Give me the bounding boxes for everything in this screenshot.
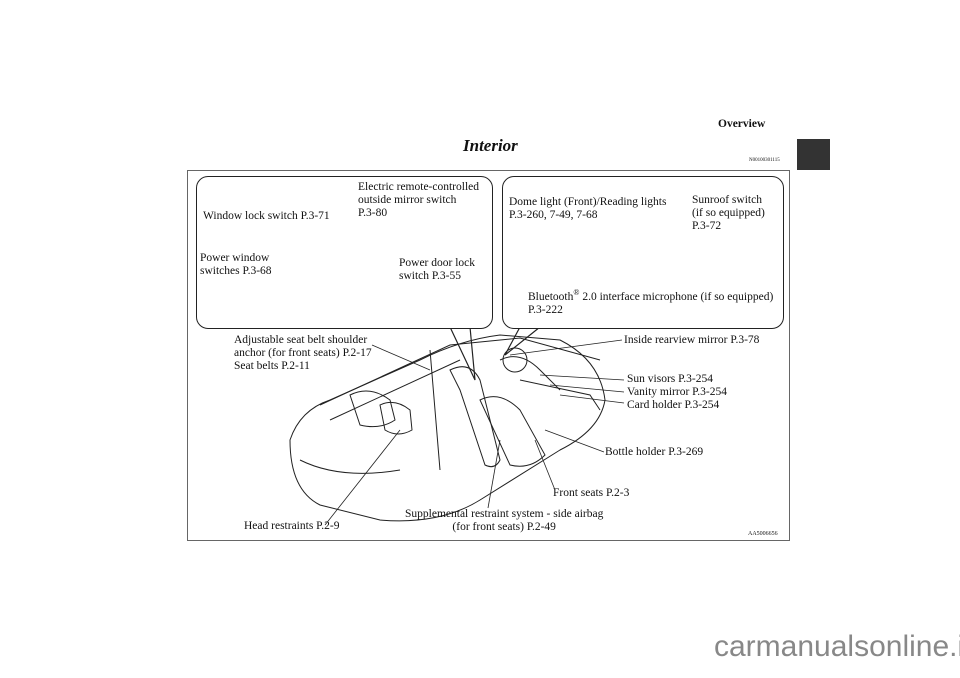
label-line: Power door lock [399,257,476,269]
label-rearview-mirror: Inside rearview mirror P.3-78 [624,334,760,346]
label-window-lock: Window lock switch P.3-71 [203,210,330,222]
label-line: (for front seats) P.2-49 [452,521,556,533]
label-front-seats: Front seats P.2-3 [553,487,630,499]
label-power-window: Power window switches P.3-68 [200,252,272,278]
chapter-tab [797,139,830,170]
label-side-airbag: Supplemental restraint system - side air… [405,508,603,534]
label-mirror-switch: Electric remote-controlled outside mirro… [358,181,479,220]
label-line: Dome light (Front)/Reading lights [509,196,667,208]
watermark: carmanualsonline.info [714,630,960,663]
label-dome-light: Dome light (Front)/Reading lights P.3-26… [509,196,666,222]
label-bottle-holder: Bottle holder P.3-269 [605,446,704,458]
label-line: switch P.3-55 [399,270,461,282]
label-line: (if so equipped) [692,207,765,219]
label-line: P.3-80 [358,207,388,219]
ceiling-console-callout [502,176,784,329]
label-bluetooth: Bluetooth® 2.0 interface microphone (if … [528,286,773,317]
label-line: Power window [200,252,270,264]
label-line: switches P.3-68 [200,265,272,277]
door-switch-callout [196,176,493,329]
label-text: 2.0 interface microphone (if so equipped… [579,290,774,303]
doc-code: N00100301115 [749,158,780,163]
label-door-lock: Power door lock switch P.3-55 [399,257,475,283]
figure-frame [187,170,790,541]
section-header: Overview [718,118,766,130]
registered-mark: ® [573,288,580,297]
label-line: Seat belts P.2-11 [234,360,310,372]
label-line: Electric remote-controlled [358,181,480,193]
label-line: P.3-222 [528,303,563,316]
label-line: Supplemental restraint system - side air… [405,508,604,520]
label-line: P.3-260, 7-49, 7-68 [509,209,598,221]
label-sunroof: Sunroof switch (if so equipped) P.3-72 [692,194,765,233]
label-line: Vanity mirror P.3-254 [627,386,727,398]
label-text: Bluetooth [528,290,574,303]
figure-code: AA5006656 [748,531,778,537]
label-line: Adjustable seat belt shoulder [234,334,368,346]
label-head-restraints: Head restraints P.2-9 [244,520,340,532]
label-line: outside mirror switch [358,194,457,206]
label-seat-belt: Adjustable seat belt shoulder anchor (fo… [234,334,372,373]
label-line: Card holder P.3-254 [627,399,720,411]
label-line: anchor (for front seats) P.2-17 [234,347,372,359]
page-title: Interior [463,136,518,155]
label-line: P.3-72 [692,220,722,232]
label-sun-visors: Sun visors P.3-254 Vanity mirror P.3-254… [627,373,727,412]
label-line: Sunroof switch [692,194,762,206]
label-line: Sun visors P.3-254 [627,373,713,385]
